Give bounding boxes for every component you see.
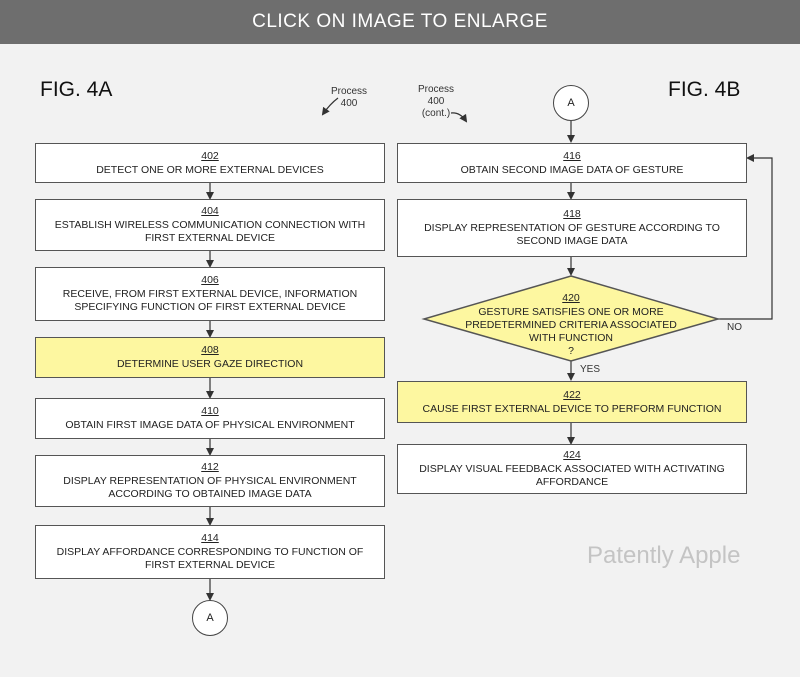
step-420-text-block: 420 GESTURE SATISFIES ONE OR MORE PREDET…	[461, 292, 681, 358]
step-414-box: 414 DISPLAY AFFORDANCE CORRESPONDING TO …	[35, 525, 385, 579]
step-406-number: 406	[201, 274, 219, 286]
step-424-box: 424 DISPLAY VISUAL FEEDBACK ASSOCIATED W…	[397, 444, 747, 494]
process-label-a: Process 400	[325, 86, 373, 110]
decision-diamond-420	[421, 275, 721, 362]
connector-a-bottom: A	[192, 600, 228, 636]
step-416-number: 416	[563, 149, 581, 162]
step-410-box: 410 OBTAIN FIRST IMAGE DATA OF PHYSICAL …	[35, 398, 385, 439]
step-412-number: 412	[201, 461, 219, 473]
step-424-text: DISPLAY VISUAL FEEDBACK ASSOCIATED WITH …	[419, 463, 725, 488]
arrow-420-416-no	[718, 154, 773, 320]
fig-4a-label: FIG. 4A	[40, 78, 113, 101]
process-b-pointer	[450, 112, 468, 123]
step-416-box: 416 OBTAIN SECOND IMAGE DATA OF GESTURE	[397, 143, 747, 183]
process-label-b-line2: 400	[427, 96, 445, 107]
step-420-line1: GESTURE SATISFIES ONE OR MORE	[478, 306, 664, 318]
process-label-b-line1: Process	[417, 84, 455, 95]
step-408-box: 408 DETERMINE USER GAZE DIRECTION	[35, 337, 385, 378]
yes-label: YES	[580, 364, 601, 375]
step-422-box: 422 CAUSE FIRST EXTERNAL DEVICE TO PERFO…	[397, 381, 747, 423]
step-410-number: 410	[201, 405, 219, 417]
step-410-text: OBTAIN FIRST IMAGE DATA OF PHYSICAL ENVI…	[65, 419, 355, 431]
process-label-a-line2: 400	[340, 98, 358, 109]
step-404-number: 404	[201, 205, 219, 217]
step-422-text: CAUSE FIRST EXTERNAL DEVICE TO PERFORM F…	[422, 402, 722, 415]
step-408-text: DETERMINE USER GAZE DIRECTION	[116, 358, 304, 370]
step-406-box: 406 RECEIVE, FROM FIRST EXTERNAL DEVICE,…	[35, 267, 385, 321]
step-418-box: 418 DISPLAY REPRESENTATION OF GESTURE AC…	[397, 199, 747, 257]
step-424-number: 424	[563, 449, 581, 461]
patently-apple-watermark: Patently Apple	[587, 542, 741, 569]
step-418-text: DISPLAY REPRESENTATION OF GESTURE ACCORD…	[424, 222, 720, 247]
process-label-b-line3: (cont.)	[421, 108, 451, 119]
step-404-text: ESTABLISH WIRELESS COMMUNICATION CONNECT…	[54, 219, 366, 244]
step-406-text: RECEIVE, FROM FIRST EXTERNAL DEVICE, INF…	[62, 288, 358, 313]
no-label: NO	[727, 322, 742, 333]
step-420-number: 420	[562, 292, 580, 304]
step-402-number: 402	[201, 149, 219, 162]
step-420-question: ?	[568, 345, 574, 357]
step-412-text: DISPLAY REPRESENTATION OF PHYSICAL ENVIR…	[63, 475, 357, 500]
step-422-number: 422	[563, 388, 581, 401]
step-402-text: DETECT ONE OR MORE EXTERNAL DEVICES	[96, 163, 324, 176]
step-420-line2: PREDETERMINED CRITERIA ASSOCIATED	[465, 319, 677, 331]
step-402-box: 402 DETECT ONE OR MORE EXTERNAL DEVICES	[35, 143, 385, 183]
step-412-box: 412 DISPLAY REPRESENTATION OF PHYSICAL E…	[35, 455, 385, 507]
connector-a-top: A	[553, 85, 589, 121]
process-a-pointer	[321, 97, 339, 116]
step-408-number: 408	[201, 344, 219, 356]
step-416-text: OBTAIN SECOND IMAGE DATA OF GESTURE	[460, 163, 684, 176]
enlarge-banner[interactable]: CLICK ON IMAGE TO ENLARGE	[0, 0, 800, 44]
step-414-number: 414	[201, 532, 219, 544]
step-420-line3: WITH FUNCTION	[529, 332, 613, 344]
process-label-b: Process 400 (cont.)	[411, 84, 461, 120]
fig-4b-label: FIG. 4B	[668, 78, 741, 101]
process-label-a-line1: Process	[330, 86, 368, 97]
step-404-box: 404 ESTABLISH WIRELESS COMMUNICATION CON…	[35, 199, 385, 251]
step-418-number: 418	[563, 208, 581, 220]
step-414-text: DISPLAY AFFORDANCE CORRESPONDING TO FUNC…	[56, 546, 364, 571]
